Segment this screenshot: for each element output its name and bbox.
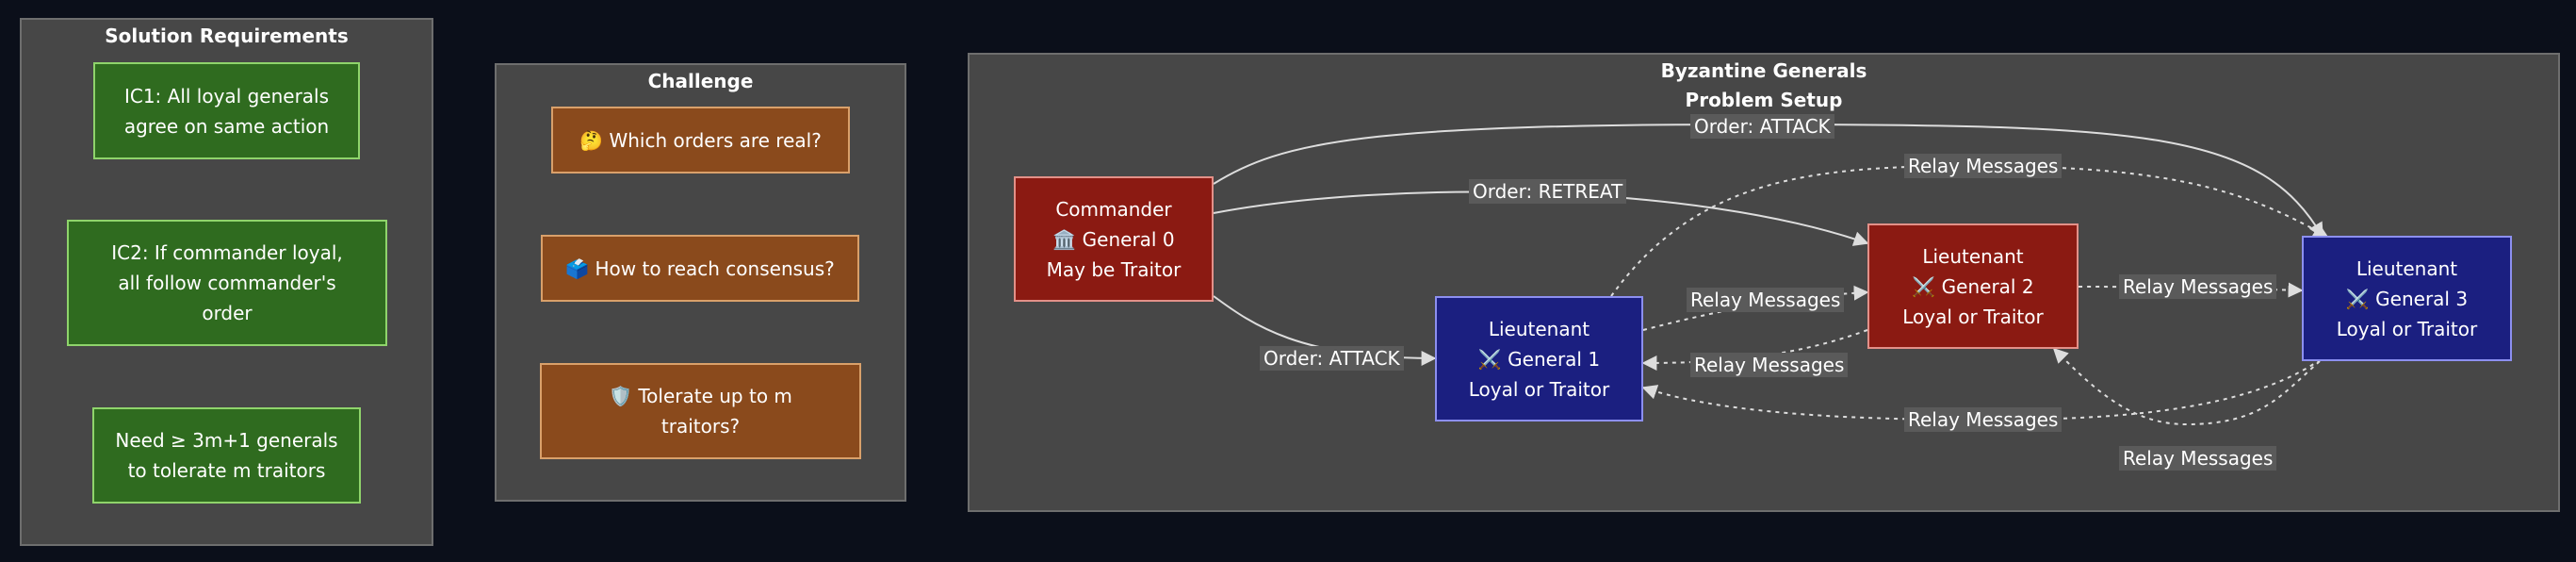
node-line: Lieutenant (1922, 244, 2024, 268)
node-line: 🤔 Which orders are real? (579, 128, 822, 152)
requirement-ic1: IC1: All loyal generals agree on same act… (93, 62, 360, 159)
edge-relay-g3-g2 (2052, 347, 2321, 426)
node-line: Lieutenant (1488, 317, 1590, 340)
edge-label-relay-g1-g3: Relay Messages (1904, 154, 2062, 178)
challenge-title: Challenge (647, 70, 754, 92)
edge-label-order-attack-g1: Order: ATTACK (1260, 346, 1404, 371)
setup-title-line1: Byzantine Generals (1660, 59, 1867, 82)
node-line: 🛡️ Tolerate up to m (609, 385, 792, 407)
node-line: Lieutenant (2356, 256, 2458, 280)
edge-label-order-retreat-g2: Order: RETREAT (1469, 179, 1627, 204)
node-line: ⚔️ General 2 (1912, 274, 2034, 298)
lieutenant-general-2: Lieutenant ⚔️ General 2 Loyal or Traitor (1867, 223, 2079, 349)
node-line: ⚔️ General 1 (1477, 347, 1601, 371)
lieutenant-general-1: Lieutenant ⚔️ General 1 Loyal or Traitor (1435, 296, 1643, 422)
challenge-tolerate: 🛡️ Tolerate up to m traitors? (540, 363, 861, 459)
node-line: Need ≥ 3m+1 generals (115, 429, 338, 452)
node-line: ⚔️ General 3 (2345, 287, 2469, 310)
challenge-consensus: 🗳️ How to reach consensus? (541, 235, 859, 302)
commander-general-0: Commander 🏛️ General 0 May be Traitor (1014, 176, 1214, 302)
node-line: to tolerate m traitors (127, 459, 326, 482)
lieutenant-general-3: Lieutenant ⚔️ General 3 Loyal or Traitor (2302, 236, 2512, 361)
setup-title-line2: Problem Setup (1685, 89, 1843, 111)
challenge-which-orders: 🤔 Which orders are real? (551, 107, 850, 174)
edge-label-order-attack-g3: Order: ATTACK (1690, 114, 1834, 139)
requirement-3m1: Need ≥ 3m+1 generals to tolerate m traito… (92, 407, 361, 504)
edge-label-relay-g1-g2: Relay Messages (1687, 288, 1845, 312)
node-line: agree on same action (123, 114, 330, 138)
node-line: IC2: If commander loyal, (111, 241, 343, 264)
edge-order-attack-g3 (1213, 123, 2323, 239)
edge-label-relay-g2-g1: Relay Messages (1690, 353, 1849, 377)
node-line: Commander (1055, 197, 1172, 221)
node-line: May be Traitor (1046, 257, 1182, 281)
edge-label-relay-g3-g2: Relay Messages (2119, 446, 2277, 471)
node-line: traitors? (660, 415, 741, 438)
node-line: 🗳️ How to reach consensus? (565, 256, 835, 280)
node-line: Loyal or Traitor (1468, 377, 1610, 401)
requirement-ic2: IC2: If commander loyal, all follow comma… (67, 220, 387, 346)
node-line: Loyal or Traitor (1902, 305, 2044, 328)
edge-label-relay-g3-g1: Relay Messages (1904, 407, 2062, 432)
node-line: IC1: All loyal generals (123, 84, 330, 107)
node-line: order (202, 302, 253, 324)
node-line: 🏛️ General 0 (1052, 227, 1175, 251)
edge-label-relay-g2-g3: Relay Messages (2119, 274, 2277, 299)
node-line: Loyal or Traitor (2336, 317, 2478, 340)
node-line: all follow commander's (118, 272, 336, 294)
requirements-title: Solution Requirements (105, 25, 349, 47)
